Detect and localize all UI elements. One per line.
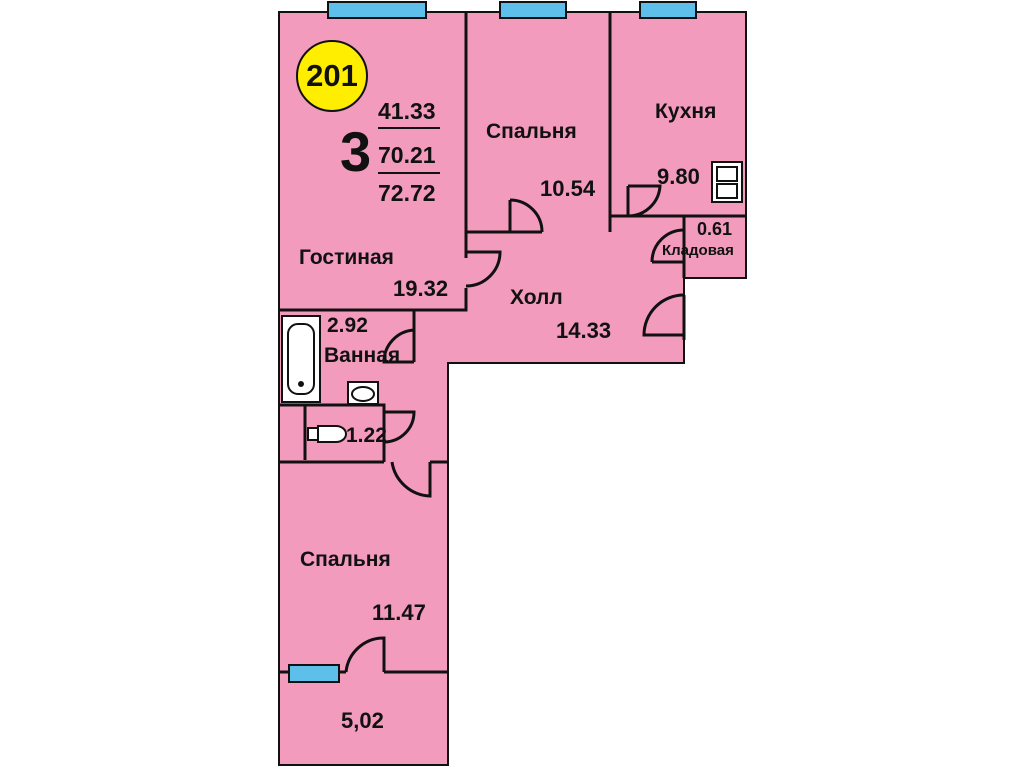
area-total: 70.21	[378, 142, 436, 168]
window-living	[327, 1, 427, 19]
window-bedroom-bottom	[288, 664, 340, 683]
door-balcony	[344, 636, 386, 673]
toilet-icon	[307, 425, 347, 443]
storage-name: Кладовая	[662, 242, 734, 259]
area-living: 41.33	[378, 98, 436, 124]
balcony-area: 5,02	[341, 708, 384, 733]
toilet-area: 1.22	[346, 424, 387, 447]
bathroom-area: 2.92	[327, 314, 368, 337]
window-bedroom-top	[499, 1, 567, 19]
fraction-line	[378, 172, 440, 174]
door-bedroom-top	[508, 198, 544, 233]
hall-area: 14.33	[556, 318, 612, 343]
window-kitchen	[639, 1, 697, 19]
area-with-balcony: 72.72	[378, 180, 436, 206]
door-kitchen	[627, 184, 662, 218]
bedroom-top-name: Спальня	[486, 120, 577, 143]
bathtub-icon	[281, 315, 321, 403]
bedroom-bottom-name: Спальня	[300, 548, 391, 571]
kitchen-sink-icon	[711, 161, 743, 203]
rooms-count: 3	[340, 120, 372, 183]
door-toilet	[383, 410, 416, 444]
bedroom-top-area: 10.54	[540, 176, 596, 201]
kitchen-area: 9.80	[657, 164, 700, 189]
wall-storage	[652, 216, 686, 278]
kitchen-name: Кухня	[655, 100, 717, 123]
fraction-line	[378, 127, 440, 129]
storage-area: 0.61	[697, 219, 733, 239]
wall-bath-block	[279, 308, 416, 464]
living-room-name: Гостиная	[299, 246, 394, 269]
hall-name: Холл	[510, 286, 563, 309]
living-room-area: 19.32	[393, 276, 449, 301]
door-bathroom	[382, 328, 415, 364]
door-storage	[650, 228, 685, 263]
apartment-number-badge: 201	[296, 40, 368, 112]
bedroom-bottom-area: 11.47	[372, 600, 426, 625]
bathroom-name: Ванная	[324, 344, 401, 367]
wall-bedroom-bottom	[279, 440, 448, 464]
door-living	[465, 250, 502, 288]
door-bedroom-bottom	[390, 461, 432, 498]
washbasin-icon	[347, 381, 379, 405]
door-hall-entry	[642, 293, 685, 337]
